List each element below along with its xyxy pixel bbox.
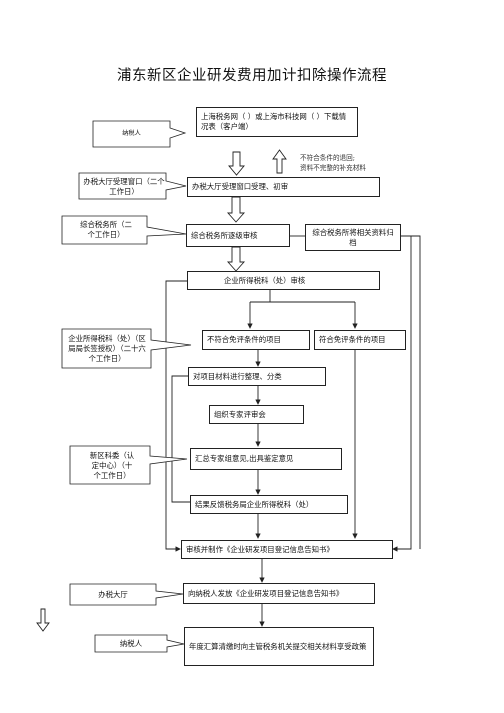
step-feedback-text: 结果反馈税务局企业所得税科（处）	[195, 499, 314, 509]
step-not-meet-text: 不符合免评条件的项目	[207, 335, 281, 344]
callout-shape-hall-window	[78, 172, 187, 200]
step-organize-box: 对项目材料进行整理、分类	[188, 367, 326, 386]
step-expert-box: 组织专家评审会	[209, 405, 304, 424]
step-enterprise-review-text: 企业所得税科（处）审核	[224, 275, 306, 285]
return-note-line1: 不符合条件的退回;	[300, 154, 355, 162]
step-send-text: 向纳税人发放《企业研发项目登记信息告知书》	[188, 588, 344, 598]
step-archive-box: 综合税务所将相关资料归档	[305, 224, 401, 251]
step-office-review-box: 综合税务所逐级审核	[186, 224, 290, 247]
page-title: 浦东新区企业研发费用加计扣除操作流程	[117, 68, 387, 84]
step-annual-text: 年度汇算清缴时向主管税务机关提交相关材料享受政策	[189, 641, 367, 651]
callout-taxpayer-top: 纳税人	[122, 130, 141, 137]
step-download-text: 上海税务网（ ）或上海市科技网（ ）下载情况表（客户端）	[201, 112, 347, 131]
callout-tax-office: 综合税务所（二个工作日）	[80, 220, 132, 239]
step-not-meet-box: 不符合免评条件的项目	[202, 330, 310, 350]
arrow-left-standalone	[36, 608, 50, 632]
arrow-office-to-enterprise	[226, 246, 246, 272]
step-download-box: 上海税务网（ ）或上海市科技网（ ）下载情况表（客户端）	[196, 107, 358, 137]
arrow-return-up	[272, 149, 287, 174]
step-send-box: 向纳税人发放《企业研发项目登记信息告知书》	[183, 583, 375, 604]
bracket-tech	[171, 375, 190, 503]
step-meet-text: 符合免评条件的项目	[319, 335, 386, 344]
step-archive-text: 综合税务所将相关资料归档	[312, 227, 394, 247]
step-feedback-box: 结果反馈税务局企业所得税科（处）	[190, 495, 348, 514]
callout-hall: 办税大厅	[98, 589, 128, 599]
callout-tech-committee: 新区科委（认定中心）（十个工作日）	[89, 450, 135, 480]
callout-shape-tax-office	[61, 215, 187, 245]
step-counter-text: 办税大厅受理窗口受理、初审	[192, 182, 289, 191]
step-issue-text: 审核并制作《企业研发项目登记信息告知书》	[186, 544, 334, 554]
loop-review-to-issue	[165, 280, 187, 552]
callout-taxpayer-bottom: 纳税人	[119, 638, 143, 648]
callout-shape-tech	[69, 445, 188, 485]
callout-shape-hall	[69, 583, 184, 606]
arrow-download-to-counter	[228, 151, 245, 176]
step-annual-box: 年度汇算清缴时向主管税务机关提交相关材料享受政策	[184, 627, 374, 666]
step-expert-text: 组织专家评审会	[214, 409, 266, 419]
step-summary-text: 汇总专家组意见,出具鉴定意见	[195, 454, 294, 463]
line-archive-right	[392, 235, 412, 552]
return-note-line2: 资料不完整的补充材料	[300, 164, 366, 172]
step-meet-box: 符合免评条件的项目	[314, 330, 406, 350]
callout-hall-window: 办税大厅受理窗口（二个工作日）	[83, 176, 165, 196]
step-enterprise-review-box: 企业所得税科（处）审核	[187, 271, 380, 290]
step-organize-text: 对项目材料进行整理、分类	[193, 371, 282, 381]
callout-shape-enterprise	[61, 328, 192, 369]
step-summary-box: 汇总专家组意见,出具鉴定意见	[190, 448, 342, 470]
arrow-counter-to-office	[226, 196, 246, 223]
callout-shape-taxpayer-top	[92, 120, 187, 148]
step-issue-box: 审核并制作《企业研发项目登记信息告知书》	[181, 540, 393, 559]
step-counter-box: 办税大厅受理窗口受理、初审	[187, 177, 380, 197]
callout-shape-taxpayer-bottom	[94, 634, 185, 653]
callout-enterprise-dept: 企业所得税科（处）（区局局长签授权）（二十六个工作日）	[68, 334, 146, 363]
line-archive-right-outer	[401, 235, 421, 549]
step-office-review-text: 综合税务所逐级审核	[191, 230, 258, 240]
